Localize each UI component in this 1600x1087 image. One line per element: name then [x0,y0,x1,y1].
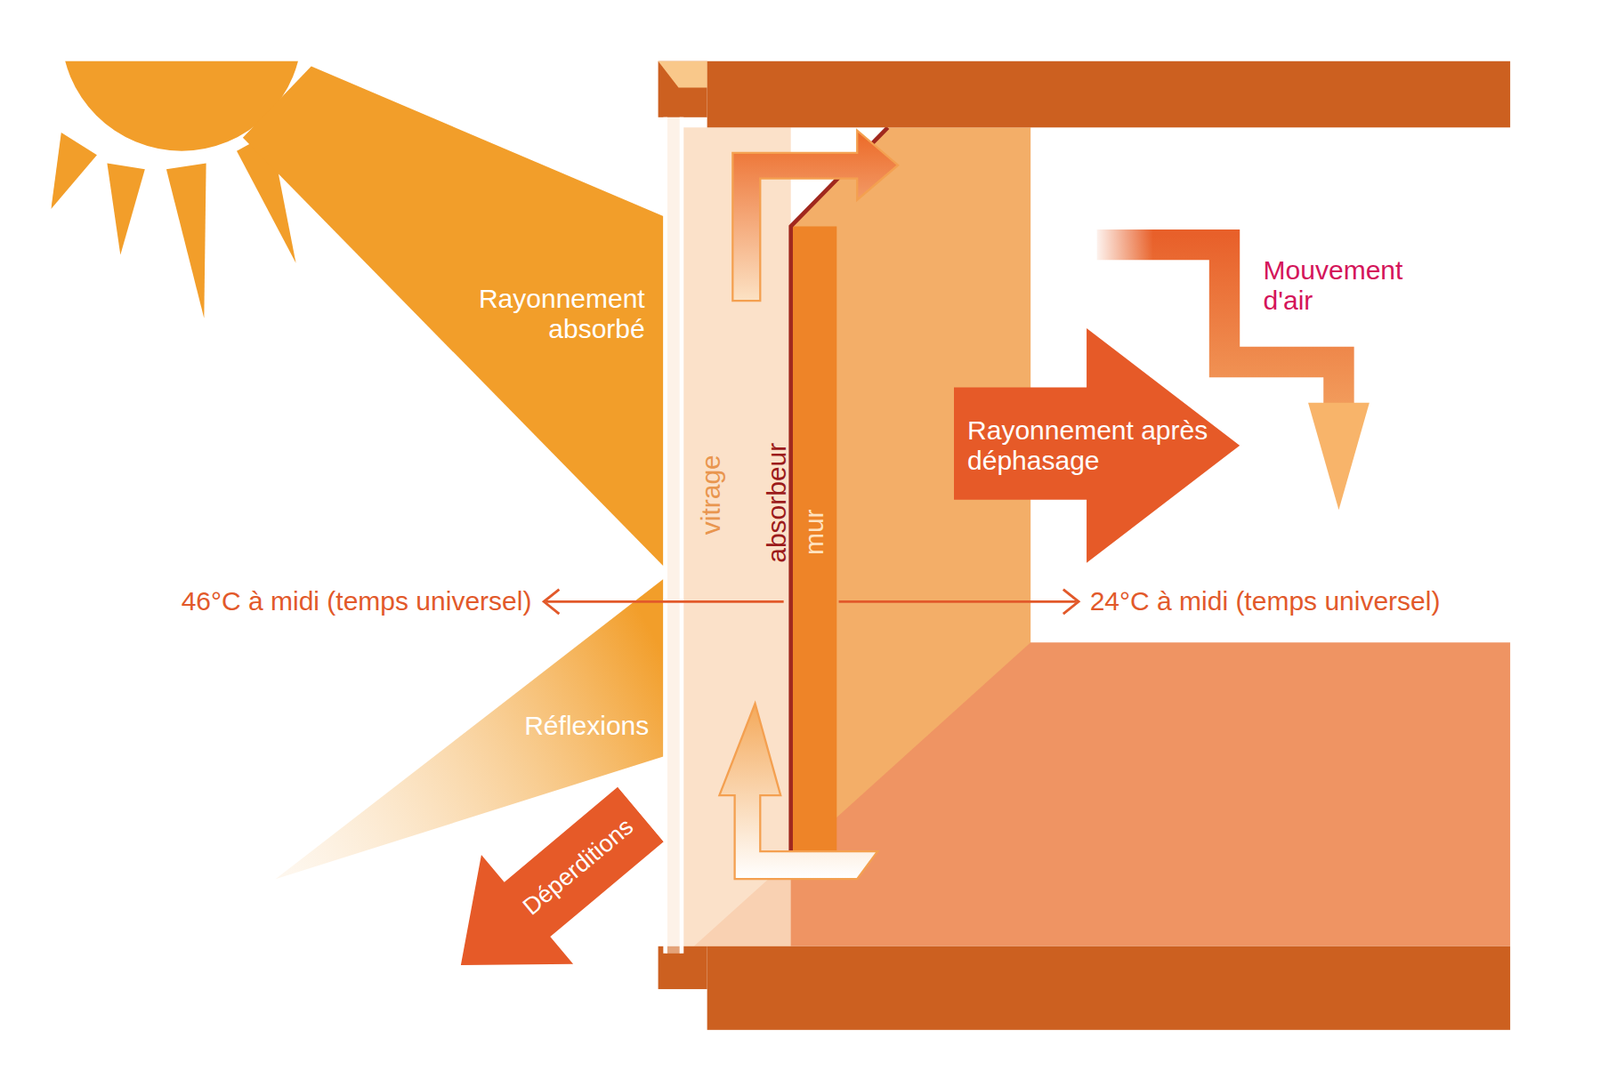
arrow-text: Rayonnement après déphasage [967,415,1213,477]
air-label: Mouvement d'air [1263,255,1404,317]
convection-arrow [732,130,898,301]
glazing-line [662,117,668,954]
temperature-label: 46°C à midi (temps universel) [181,586,533,618]
part-label: vitrage [695,454,728,535]
temperature-label: 24°C à midi (temps universel) [1090,586,1441,618]
temperature-leader [543,589,1079,615]
ceiling-ledge [658,61,708,118]
air-movement-head [1308,403,1370,510]
glazing-pane [665,117,682,954]
convection-arrow [719,703,878,880]
part-label: mur [799,509,831,557]
glazing-line [679,117,685,954]
output-arrow: Rayonnement après déphasage [953,328,1240,564]
absorber-line [791,127,889,862]
air-fade [1091,224,1154,266]
ceiling-slab [707,61,1511,129]
floor-slab [707,946,1511,1031]
wall-face [791,226,837,862]
absorbed-beam [242,66,663,567]
ledge-corner [658,61,708,89]
beam-label: Rayonnement absorbé [478,283,646,346]
beam-label: Réflexions [524,711,649,743]
sun [50,61,302,319]
part-label: absorbeur [762,443,794,564]
